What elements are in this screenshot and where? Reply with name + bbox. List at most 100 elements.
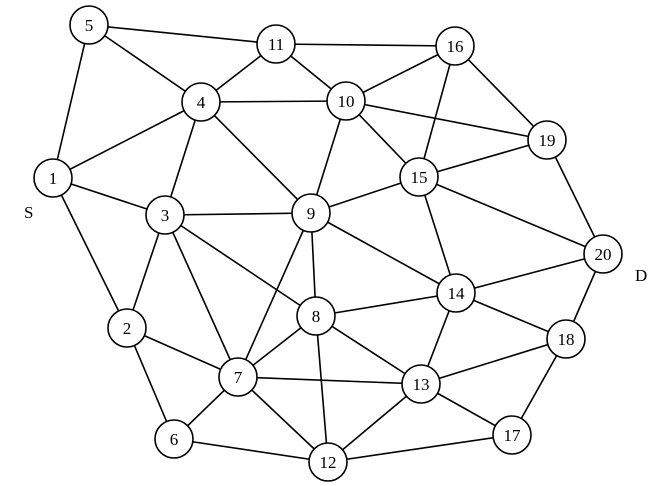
node-circle-17: [492, 415, 532, 455]
node-circle-8: [296, 296, 336, 336]
node-label-18: 18: [558, 330, 575, 349]
node-label-20: 20: [595, 245, 612, 264]
edge-8-12: [315, 315, 329, 463]
node-label-11: 11: [268, 35, 284, 54]
edge-18-13: [420, 338, 567, 385]
edge-4-10: [200, 100, 347, 103]
node-label-12: 12: [320, 453, 337, 472]
edge-15-20: [418, 176, 604, 255]
edge-8-13: [315, 315, 422, 385]
node-6: 6: [154, 419, 194, 459]
node-circle-5: [69, 5, 109, 45]
edge-7-12: [237, 376, 329, 463]
node-5: 5: [69, 5, 109, 45]
node-label-1: 1: [49, 169, 58, 188]
node-4: 4: [181, 82, 221, 122]
node-label-3: 3: [161, 206, 170, 225]
node-18: 18: [546, 319, 586, 359]
edge-19-20: [546, 139, 604, 255]
edge-10-19: [345, 100, 548, 141]
edge-10-16: [345, 45, 456, 102]
node-circle-16: [435, 26, 475, 66]
edge-5-4: [88, 24, 202, 103]
node-label-2: 2: [123, 319, 132, 338]
node-8: 8: [296, 296, 336, 336]
node-3: 3: [145, 195, 185, 235]
edge-2-7: [126, 327, 239, 378]
edge-1-5: [52, 24, 90, 179]
node-circle-10: [326, 81, 366, 121]
node-circle-9: [291, 193, 331, 233]
node-label-13: 13: [413, 375, 430, 394]
node-circle-3: [145, 195, 185, 235]
node-11: 11: [256, 24, 296, 64]
edge-3-9: [164, 212, 312, 216]
edge-14-8: [315, 292, 457, 317]
edge-1-2: [52, 177, 128, 329]
node-circle-2: [107, 308, 147, 348]
edge-16-15: [418, 45, 456, 178]
edge-19-15: [418, 139, 548, 178]
node-label-6: 6: [170, 430, 179, 449]
node-circle-13: [401, 364, 441, 404]
edge-7-13: [237, 376, 422, 385]
edge-4-9: [200, 101, 312, 214]
node-circle-11: [256, 24, 296, 64]
node-circle-12: [308, 442, 348, 482]
node-circle-20: [583, 234, 623, 274]
node-label-17: 17: [504, 426, 522, 445]
edge-3-7: [164, 214, 239, 378]
node-7: 7: [218, 357, 258, 397]
edge-1-4: [52, 101, 202, 179]
node-circle-7: [218, 357, 258, 397]
node-14: 14: [436, 273, 476, 313]
edge-15-14: [418, 176, 457, 294]
node-17: 17: [492, 415, 532, 455]
edge-12-17: [327, 434, 513, 463]
node-circle-4: [181, 82, 221, 122]
node-circle-14: [436, 273, 476, 313]
edge-11-16: [275, 43, 456, 47]
node-label-10: 10: [338, 92, 355, 111]
node-9: 9: [291, 193, 331, 233]
edge-13-12: [327, 383, 422, 463]
source-label: S: [24, 203, 33, 222]
node-label-8: 8: [312, 307, 321, 326]
node-circle-18: [546, 319, 586, 359]
edge-14-20: [455, 253, 604, 294]
node-circle-15: [399, 157, 439, 197]
edge-9-14: [310, 212, 457, 294]
edge-5-11: [88, 24, 277, 45]
node-label-16: 16: [447, 37, 464, 56]
edge-2-6: [126, 327, 175, 440]
node-13: 13: [401, 364, 441, 404]
node-1: 1: [33, 158, 73, 198]
node-label-19: 19: [539, 131, 556, 150]
node-label-7: 7: [234, 368, 243, 387]
node-15: 15: [399, 157, 439, 197]
node-20: 20: [583, 234, 623, 274]
node-circle-19: [527, 120, 567, 160]
destination-label: D: [635, 266, 647, 285]
node-16: 16: [435, 26, 475, 66]
edge-3-8: [164, 214, 317, 317]
node-12: 12: [308, 442, 348, 482]
edge-layer: [52, 24, 604, 463]
node-circle-6: [154, 419, 194, 459]
node-label-5: 5: [85, 16, 94, 35]
node-10: 10: [326, 81, 366, 121]
node-label-4: 4: [197, 93, 206, 112]
edge-3-2: [126, 214, 166, 329]
node-19: 19: [527, 120, 567, 160]
edge-12-6: [173, 438, 329, 463]
edge-14-18: [455, 292, 567, 340]
node-2: 2: [107, 308, 147, 348]
node-circle-1: [33, 158, 73, 198]
edge-9-7: [237, 212, 312, 378]
edge-16-19: [454, 45, 548, 141]
node-label-15: 15: [411, 168, 428, 187]
node-label-14: 14: [448, 284, 466, 303]
node-label-9: 9: [307, 204, 316, 223]
